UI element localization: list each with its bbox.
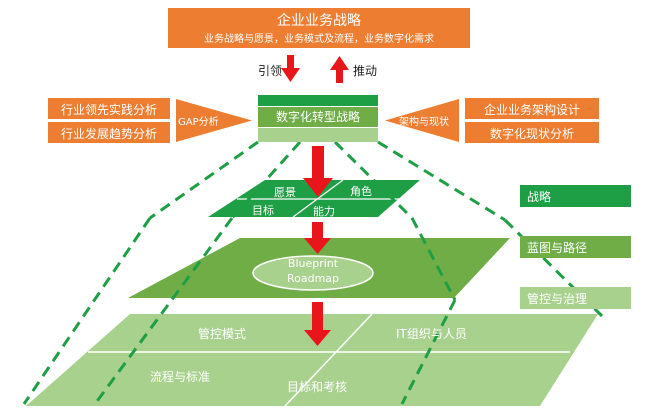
guide-label: 引领 [258,64,283,78]
strategy-divider-v [292,179,344,218]
layer1-role: 角色 [350,185,372,198]
enterprise-strategy-title: 企业业务战略 [277,13,361,29]
business-architecture-label: 企业业务架构设计 [483,103,580,117]
industry-best-practice-label: 行业领先实践分析 [60,103,157,117]
legend-strategy-label: 战略 [527,190,552,204]
layer3-control-mode: 管控模式 [198,327,247,341]
legend-strategy-box [520,185,631,207]
transformation-strategy-title: 数字化转型战略 [275,110,360,124]
transformation-box-bottom [258,128,378,142]
gap-analysis-label: GAP分析 [178,117,219,128]
industry-trend-label: 行业发展趋势分析 [60,127,157,141]
red-down-arrow-2 [304,222,331,254]
layer1-vision: 愿景 [274,186,296,199]
digital-status-label: 数字化现状分析 [489,127,574,141]
guide-arrow [281,55,300,82]
enterprise-strategy-box [168,8,470,48]
blueprint-label: Blueprint [287,257,339,270]
drive-arrow [330,56,349,83]
gap-analysis-triangle [176,99,252,142]
industry-best-practice-box [48,98,170,119]
governance-layer [26,314,598,406]
layer3-kpi: 目标和考核 [287,380,348,394]
business-architecture-box [465,98,599,119]
layer1-capability: 能力 [313,205,335,218]
digital-status-box [465,122,599,143]
enterprise-strategy-subtitle: 业务战略与愿景，业务模式及流程，业务数字化需求 [204,34,434,45]
drive-label: 推动 [353,64,378,78]
layer3-process: 流程与标准 [150,370,211,384]
layer3-it-org: IT组织与人员 [396,327,467,341]
roadmap-label: Roadmap [286,272,340,285]
layer1-goal: 目标 [252,204,274,217]
architecture-status-label: 架构与现状 [399,117,449,128]
legend-governance-box [520,287,631,309]
legend-blueprint-box [520,236,631,258]
industry-trend-box [48,122,170,143]
legend-governance-label: 管控与治理 [527,292,588,306]
legend-blueprint-label: 蓝图与路径 [527,241,588,255]
governance-divider-v [284,313,373,407]
red-down-arrow-3 [304,302,331,346]
transformation-box-top [258,95,378,106]
architecture-status-triangle [385,99,459,142]
transformation-box-middle [258,107,378,127]
red-down-arrow-1 [303,146,333,197]
blueprint-ellipse [252,255,374,291]
